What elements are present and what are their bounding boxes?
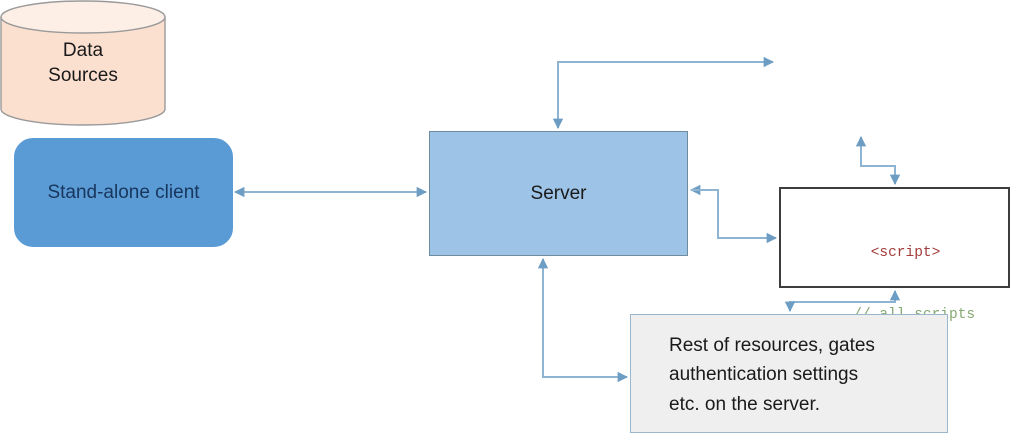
node-server-resources[interactable]: Rest of resources, gates authentication … (630, 314, 948, 433)
server-label: Server (530, 182, 587, 204)
node-data-sources[interactable]: Data Sources (0, 0, 166, 126)
connector-server-datastore (552, 56, 775, 130)
client-label: Stand-alone client (47, 181, 200, 203)
connector-server-to-scriptbox (691, 189, 778, 244)
connector-scriptbox-to-server (689, 184, 776, 239)
script-open-tag: <script> (870, 245, 941, 262)
node-script-block[interactable]: <script> // all scripts </script> (779, 187, 1010, 385)
resources-line-3: etc. on the server. (669, 393, 821, 415)
cylinder-icon (0, 0, 166, 126)
datastore-label: Data Sources (0, 38, 166, 88)
datastore-label-line2: Sources (48, 65, 118, 87)
connector-server-resources (537, 257, 629, 383)
node-server[interactable]: Server (429, 131, 688, 256)
node-stand-alone-client[interactable]: Stand-alone client (14, 138, 233, 247)
resources-line-2: authentication settings (669, 364, 859, 386)
connector-scriptbox-datastore (855, 135, 901, 186)
datastore-label-line1: Data (62, 40, 104, 61)
resources-line-1: Rest of resources, gates (669, 335, 875, 356)
